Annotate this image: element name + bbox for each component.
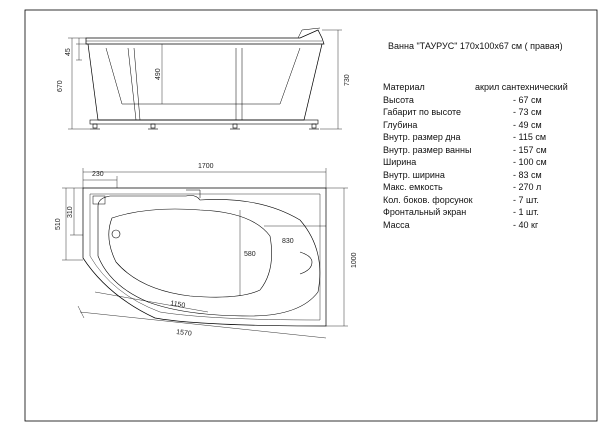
spec-name: Масса	[383, 219, 410, 230]
spec-name: Габарит по высоте	[383, 107, 462, 117]
dim-510: 510	[55, 218, 62, 230]
front-dimensions	[68, 29, 342, 130]
spec-value: - 100 см	[513, 157, 547, 167]
front-view	[68, 27, 342, 130]
spec-name: Внутр. размер ванны	[383, 144, 472, 155]
spec-name: Глубина	[383, 119, 418, 130]
spec-value: - 115 см	[513, 132, 547, 142]
spec-name: Ширина	[383, 157, 417, 167]
spec-value: - 83 см	[513, 169, 542, 180]
dim-230: 230	[92, 171, 104, 178]
spec-value: - 73 см	[513, 107, 542, 117]
top-inner-bowl	[97, 195, 321, 317]
top-bottom-area	[108, 208, 272, 298]
top-dimensions	[62, 168, 348, 339]
front-inner-tub	[105, 47, 301, 105]
dim-45: 45	[65, 48, 72, 56]
spec-name: Макс. емкость	[383, 182, 443, 192]
top-outer-contour	[82, 187, 327, 327]
spec-value: - 67 см	[513, 94, 542, 105]
spec-value: - 270 л	[513, 182, 542, 192]
top-view	[62, 168, 348, 339]
front-feet	[90, 123, 319, 130]
spec-name: Внутр. размер дна	[383, 132, 461, 142]
spec-value: - 1 шт.	[513, 207, 539, 217]
top-headrest	[299, 251, 313, 275]
spec-value: акрил сантехнический	[475, 82, 568, 92]
dim-670: 670	[57, 80, 64, 92]
spec-value: - 40 кг	[513, 219, 539, 230]
dim-580: 580	[244, 251, 256, 258]
dim-730: 730	[344, 74, 351, 86]
front-rim	[85, 29, 325, 45]
dim-490: 490	[155, 68, 162, 80]
dim-1000: 1000	[351, 252, 358, 268]
dim-310: 310	[67, 206, 74, 218]
spec-value: - 157 см	[513, 144, 547, 155]
spec-name: Высота	[383, 94, 414, 105]
front-body	[87, 43, 323, 121]
spec-name: Фронтальный экран	[383, 207, 467, 217]
dim-1570: 1570	[176, 329, 192, 338]
dim-830: 830	[282, 238, 294, 245]
spec-name: Материал	[383, 82, 425, 92]
spec-value: - 49 см	[513, 119, 542, 130]
sheet-frame	[24, 9, 598, 422]
spec-name: Кол. боков. форсунок	[383, 194, 473, 205]
spec-name: Внутр. ширина	[383, 169, 445, 180]
dim-1700: 1700	[198, 163, 214, 170]
drawing-title: Ванна "ТАУРУС" 170х100х67 см ( правая)	[388, 41, 563, 51]
dim-1150: 1150	[170, 300, 186, 310]
top-drain	[111, 229, 121, 239]
front-frame-bar	[89, 119, 319, 125]
spec-value: - 7 шт.	[513, 194, 539, 205]
